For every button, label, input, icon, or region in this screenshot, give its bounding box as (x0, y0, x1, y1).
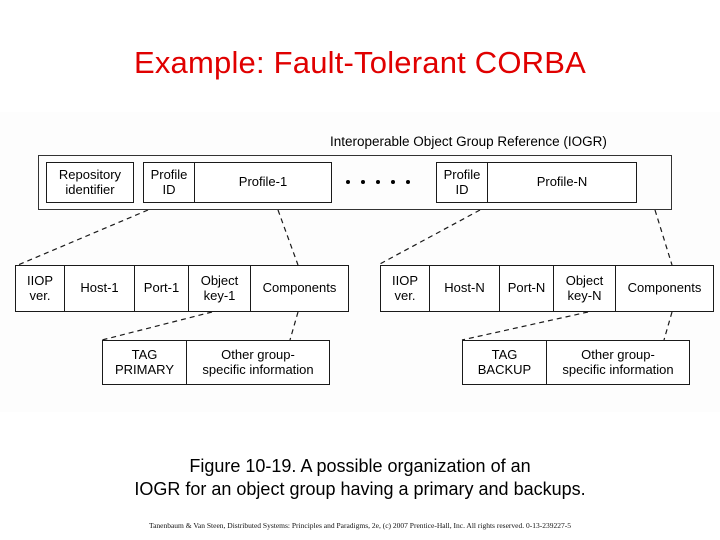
tag-primary-line2: PRIMARY (115, 361, 174, 377)
iiop-ver-right-line1: IIOP (391, 273, 418, 289)
group-info-left-line2: specific information (202, 361, 314, 377)
port-1-box: Port-1 (134, 265, 189, 312)
host-1-box: Host-1 (64, 265, 135, 312)
object-key-n-line2: key-N (567, 287, 602, 303)
iiop-ver-left-line2: ver. (29, 287, 51, 303)
tag-primary-line1: TAG (131, 347, 158, 363)
repository-identifier-line2: identifier (65, 181, 115, 197)
iogr-container-box (38, 155, 672, 210)
iogr-header-label: Interoperable Object Group Reference (IO… (330, 134, 607, 149)
connector-lines (17, 209, 673, 341)
iiop-ver-right-line2: ver. (394, 287, 416, 303)
iiop-ver-left-line1: IIOP (26, 273, 53, 289)
ellipsis-dots (346, 180, 410, 184)
components-left-box: Components (250, 265, 349, 312)
profile-id-left-box: Profile ID (143, 162, 195, 203)
object-key-1-line1: Object (200, 273, 239, 289)
profile-n-box: Profile-N (487, 162, 637, 203)
group-info-left-box: Other group- specific information (186, 340, 330, 385)
tag-backup-line2: BACKUP (477, 361, 532, 377)
group-info-right-line2: specific information (562, 361, 674, 377)
object-key-n-box: Object key-N (553, 265, 616, 312)
figure-caption: Figure 10-19. A possible organization of… (0, 455, 720, 501)
repository-identifier-box: Repository identifier (46, 162, 134, 203)
components-right-box: Components (615, 265, 714, 312)
copyright-credit: Tanenbaum & Van Steen, Distributed Syste… (149, 521, 571, 530)
group-info-left-line1: Other group- (221, 347, 295, 363)
tag-backup-box: TAG BACKUP (462, 340, 547, 385)
figure-caption-line2: IOGR for an object group having a primar… (134, 479, 586, 500)
profile-id-left-line1: Profile (150, 167, 188, 183)
profile-id-right-line1: Profile (443, 167, 481, 183)
object-key-1-box: Object key-1 (188, 265, 251, 312)
group-info-right-box: Other group- specific information (546, 340, 690, 385)
port-n-box: Port-N (499, 265, 554, 312)
object-key-1-line2: key-1 (203, 287, 236, 303)
iiop-ver-right-box: IIOP ver. (380, 265, 430, 312)
figure-caption-line1: Figure 10-19. A possible organization of… (189, 456, 531, 476)
host-n-box: Host-N (429, 265, 500, 312)
profile-id-left-line2: ID (162, 181, 176, 197)
profile-1-box: Profile-1 (194, 162, 332, 203)
profile-id-right-box: Profile ID (436, 162, 488, 203)
group-info-right-line1: Other group- (581, 347, 655, 363)
iogr-diagram: Interoperable Object Group Reference (IO… (0, 112, 720, 412)
tag-primary-box: TAG PRIMARY (102, 340, 187, 385)
page-title: Example: Fault-Tolerant CORBA (133, 44, 586, 80)
tag-backup-line1: TAG (491, 347, 518, 363)
repository-identifier-line1: Repository (58, 167, 122, 183)
profile-id-right-line2: ID (455, 181, 469, 197)
object-key-n-line1: Object (565, 273, 604, 289)
iiop-ver-left-box: IIOP ver. (15, 265, 65, 312)
